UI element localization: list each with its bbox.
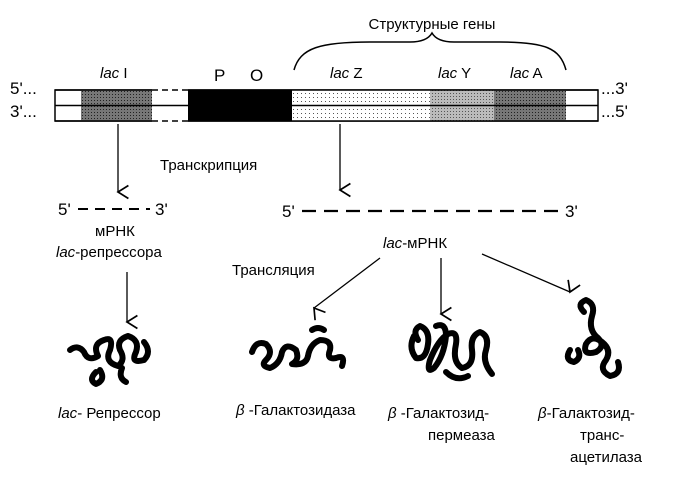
transacetylase-protein bbox=[564, 297, 622, 379]
structural-mrna-3-end: 3' bbox=[565, 202, 578, 221]
gene-label-lacZ: lac Z bbox=[330, 65, 363, 82]
structural-mrna-5-end: 5' bbox=[282, 202, 295, 221]
dna-double-strand bbox=[54, 89, 599, 122]
dna-bottom-right-end: ...5' bbox=[601, 102, 628, 121]
repressor-protein bbox=[67, 333, 151, 387]
structural-genes-label: Структурные гены bbox=[369, 16, 496, 33]
permease-protein bbox=[408, 322, 495, 382]
structural-mrna-label: lac-мРНК bbox=[383, 235, 447, 252]
permease-label-line1: β -Галактозид- bbox=[387, 405, 489, 422]
dna-top-left-end: 5'... bbox=[10, 79, 37, 98]
repressor-mrna-3-end: 3' bbox=[155, 200, 168, 219]
operator-label: O bbox=[250, 66, 263, 85]
repressor-mrna-line2: lac-репрессора bbox=[56, 244, 163, 261]
promoter-label: P bbox=[214, 66, 225, 85]
translation-label: Трансляция bbox=[232, 262, 315, 279]
transacetylase-label-line3: ацетилаза bbox=[570, 449, 643, 466]
gene-label-lacI: lac I bbox=[100, 65, 128, 82]
transacetylase-label-line2: транс- bbox=[580, 427, 624, 444]
gene-label-lacA: lac A bbox=[510, 65, 543, 82]
galactosidase-protein bbox=[249, 325, 347, 371]
permease-label-line2: пермеаза bbox=[428, 427, 496, 444]
transacetylase-translation-arrow bbox=[481, 253, 581, 294]
dna-bottom-left-end: 3'... bbox=[10, 102, 37, 121]
dna-top-right-end: ...3' bbox=[601, 79, 628, 98]
repressor-protein-label: lac- Репрессор bbox=[58, 405, 161, 422]
repressor-mrna-line1: мРНК bbox=[95, 223, 135, 240]
structural-genes-brace bbox=[293, 31, 567, 71]
transacetylase-label-line1: β-Галактозид- bbox=[537, 405, 635, 422]
transcription-label: Транскрипция bbox=[160, 157, 257, 174]
repressor-mrna-5-end: 5' bbox=[58, 200, 71, 219]
galactosidase-translation-arrow bbox=[313, 257, 381, 321]
galactosidase-label: β -Галактозидаза bbox=[235, 402, 356, 419]
gene-label-lacY: lac Y bbox=[438, 65, 471, 82]
